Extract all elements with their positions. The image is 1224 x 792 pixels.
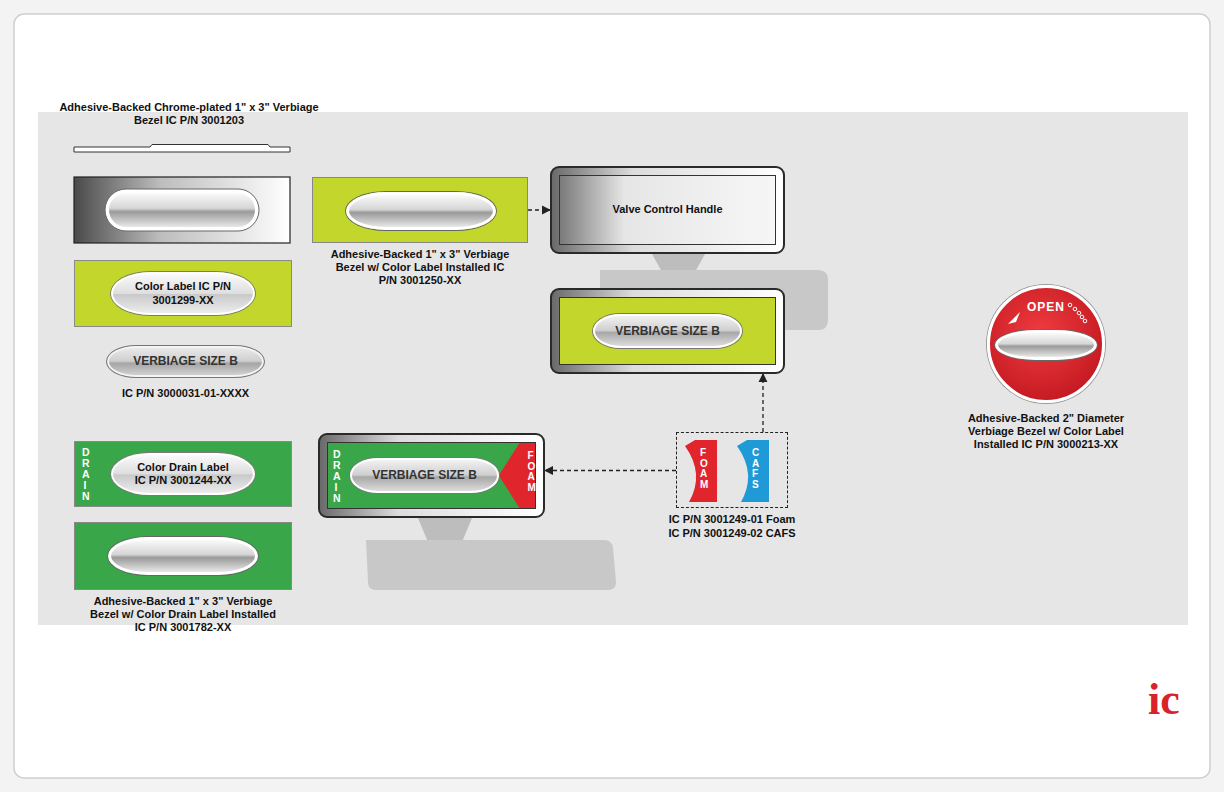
part-caption: IC P/N 3001249-01 Foam — [669, 513, 796, 526]
part-label: VERBIAGE SIZE B — [133, 354, 238, 368]
part-caption: Adhesive-Backed Chrome-plated 1" x 3" Ve… — [58, 101, 320, 127]
drain-label: DRAIN Color Drain Label IC P/N 3001244-XX — [74, 441, 292, 507]
part-label: VERBIAGE SIZE B — [350, 458, 499, 492]
chrome-bezel-lens — [109, 193, 255, 227]
page-frame — [14, 14, 1210, 778]
part-label: VERBIAGE SIZE B — [593, 314, 742, 348]
bezel-lens — [346, 192, 496, 230]
part-label: OPEN — [1027, 300, 1065, 314]
logo-text: ic — [1136, 678, 1192, 722]
dot — [1083, 319, 1087, 323]
round-bezel: OPENAdhesive-Backed 2" Diameter Verbiage… — [987, 285, 1105, 403]
vertical-label: FOAM — [700, 448, 706, 490]
part-caption: IC P/N 3000031-01-XXXX — [122, 387, 249, 400]
tab-fill — [685, 440, 717, 502]
foam-tab: FOAM — [685, 440, 717, 502]
part-caption: Adhesive-Backed 2" Diameter Verbiage Bez… — [946, 412, 1146, 452]
dot — [1077, 311, 1081, 315]
part-caption: Adhesive-Backed 1" x 3" Verbiage Bezel w… — [325, 248, 515, 288]
part-label: Color Label IC P/N 3001299-XX — [111, 272, 255, 314]
valve-handle: DRAIN VERBIAGE SIZE B FOAM — [318, 433, 545, 518]
verbiage-plate: VERBIAGE SIZE BIC P/N 3000031-01-XXXX — [106, 345, 265, 378]
tab-fill — [737, 440, 769, 502]
color-label: Color Label IC P/N 3001299-XX — [74, 260, 292, 327]
tab-group: IC P/N 3001249-01 FoamIC P/N 3001249-02 … — [676, 432, 788, 508]
vertical-label: DRAIN — [82, 447, 88, 502]
part-label: Valve Control Handle — [612, 203, 722, 216]
dot — [1080, 315, 1084, 319]
bezel-profile — [74, 145, 290, 153]
chrome-bezel — [74, 177, 290, 243]
part-caption: Adhesive-Backed 1" x 3" Verbiage Bezel w… — [88, 595, 278, 635]
handle-neck — [652, 254, 705, 272]
valve-handle: Valve Control Handle — [550, 166, 785, 254]
drain-bezel: Adhesive-Backed 1" x 3" Verbiage Bezel w… — [74, 522, 292, 590]
handle-base — [366, 540, 616, 590]
dot — [1068, 303, 1072, 307]
valve-handle: VERBIAGE SIZE B — [550, 288, 785, 374]
dot — [1073, 307, 1077, 311]
arrow-tip — [1008, 312, 1020, 324]
grey-panel — [38, 112, 1188, 625]
foam-stripe-shape — [499, 443, 535, 508]
dashed-connector — [545, 470, 676, 471]
cafs-tab: CAFS — [737, 440, 769, 502]
part-label: Color Drain Label IC P/N 3001244-XX — [111, 453, 255, 495]
vertical-label: FOAM — [527, 451, 533, 493]
part-caption: IC P/N 3001249-02 CAFS — [668, 527, 795, 540]
handle-neck — [418, 518, 472, 542]
label-bezel: Adhesive-Backed 1" x 3" Verbiage Bezel w… — [312, 177, 528, 243]
bezel-lens — [108, 537, 258, 575]
dashed-connector — [762, 374, 763, 432]
chrome-bezel-rim — [105, 189, 259, 231]
dashed-connector — [528, 209, 550, 210]
vertical-label: DRAIN — [333, 449, 339, 504]
bezel-lens — [995, 330, 1097, 360]
vertical-label: CAFS — [752, 448, 758, 490]
